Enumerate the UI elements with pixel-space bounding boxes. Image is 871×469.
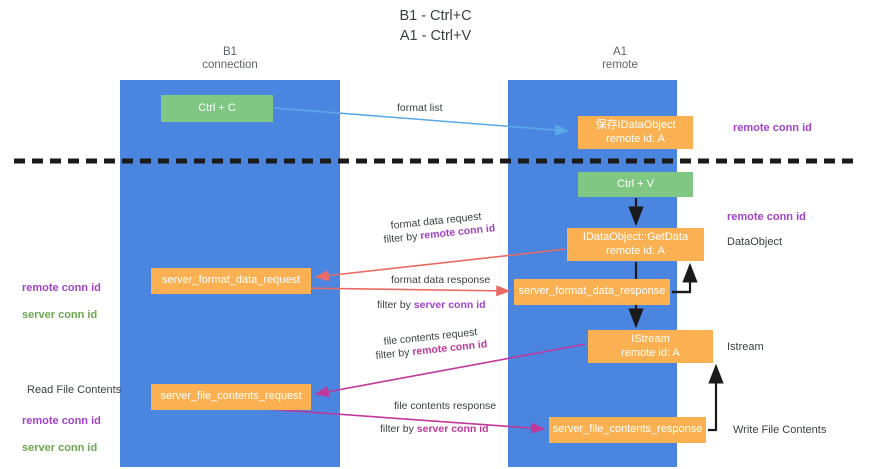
annotation-server-conn-id-left-top: server conn id: [22, 308, 98, 321]
annotation-remote-conn-id-left-top: remote conn id: [22, 281, 101, 294]
annotation-left-conn-ids-top: remote conn id server conn id: [22, 268, 101, 336]
annotation-remote-conn-id-top: remote conn id: [733, 122, 812, 134]
annotation-remote-conn-id-left-bottom: remote conn id: [22, 414, 101, 427]
filter-key: server conn id: [416, 423, 489, 435]
edge-label-file-contents-response: file contents response: [394, 400, 497, 412]
annotation-istream: Istream: [727, 341, 764, 353]
node-ctrl-v[interactable]: Ctrl + V: [578, 172, 693, 197]
edge-label-format-data-response-filter: filter by server conn id: [377, 298, 486, 312]
filter-key: server conn id: [413, 299, 486, 311]
column-header-b1: B1 connection: [202, 46, 258, 71]
filter-prefix: filter by: [383, 230, 421, 246]
annotation-dataobject: DataObject: [727, 236, 783, 248]
annotation-remote-conn-id-mid: remote conn id: [727, 211, 806, 223]
filter-prefix: filter by: [380, 423, 417, 435]
annotation-server-conn-id-left-bottom: server conn id: [22, 441, 98, 454]
node-server-format-data-response[interactable]: server_format_data_response: [514, 279, 670, 305]
edge-label-format-list: format list: [397, 102, 443, 114]
edge-label-file-contents-response-filter: filter by server conn id: [380, 422, 489, 436]
node-idataobject[interactable]: 保存IDataObject remote id: A: [578, 116, 693, 149]
annotation-read-file-contents: Read File Contents: [27, 384, 122, 396]
node-server-file-contents-request[interactable]: server_file_contents_request: [151, 384, 311, 410]
annotation-left-conn-ids-bottom: remote conn id server conn id: [22, 401, 101, 469]
node-server-format-data-request[interactable]: server_format_data_request: [151, 268, 311, 294]
filter-prefix: filter by: [377, 299, 414, 311]
node-server-file-contents-response[interactable]: server_file_contents_response: [549, 417, 706, 443]
diagram-title: B1 - Ctrl+C A1 - Ctrl+V: [399, 8, 472, 44]
node-istream[interactable]: IStream remote id: A: [588, 330, 713, 363]
node-idataobject-getdata[interactable]: IDataObject::GetData remote id: A: [567, 228, 704, 261]
column-header-a1: A1 remote: [602, 46, 638, 71]
edge-label-format-data-response: format data response: [391, 274, 491, 286]
annotation-write-file-contents: Write File Contents: [733, 424, 827, 436]
node-ctrl-c[interactable]: Ctrl + C: [161, 95, 273, 122]
filter-prefix: filter by: [375, 346, 413, 362]
